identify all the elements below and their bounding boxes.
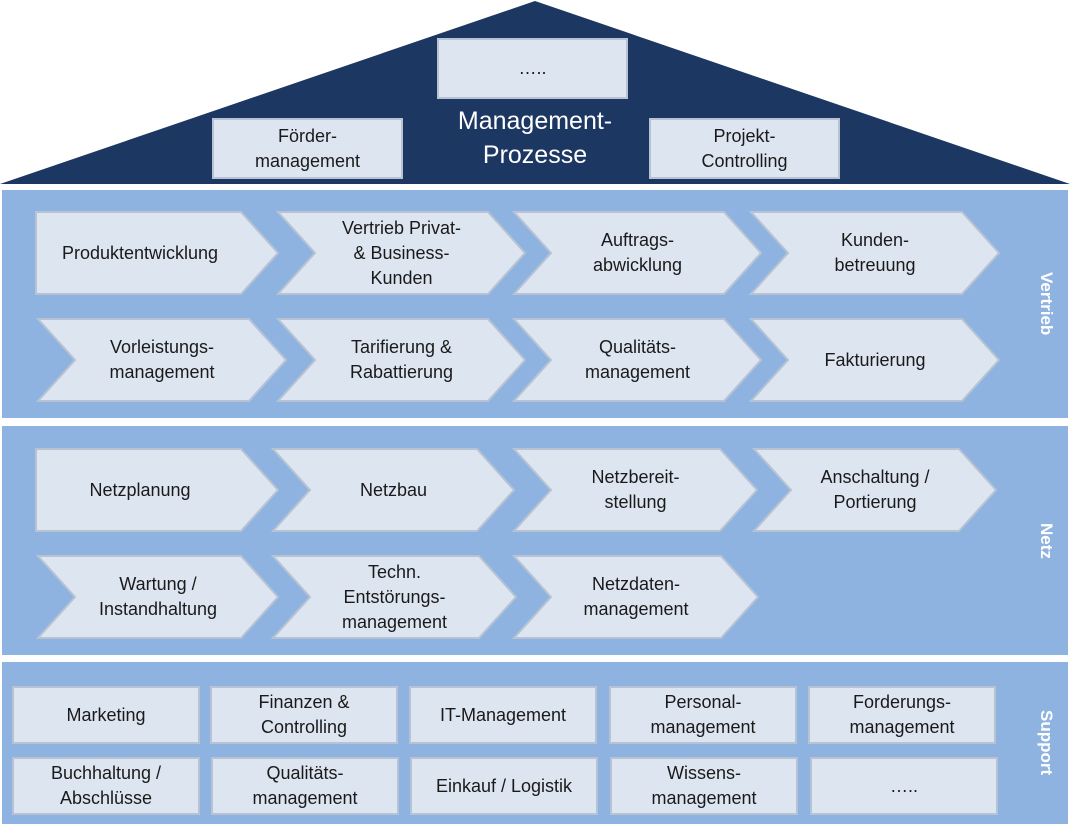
process-chevron-shape <box>511 211 763 295</box>
process-chevron-shape <box>275 318 527 402</box>
process-vertrieb-privat-business: Vertrieb Privat- & Business- Kunden <box>275 211 527 295</box>
process-chevron-polygon <box>270 555 518 639</box>
support-finanzen-controlling: Finanzen & Controlling <box>210 686 398 744</box>
process-label: Qualitäts- management <box>584 337 691 382</box>
process-label: Anschaltung / Portierung <box>820 467 930 512</box>
process-netzdatenmanagement: Netzdaten- management <box>511 555 760 639</box>
support-buchhaltung-abschluesse: Buchhaltung / Abschlüsse <box>12 757 200 815</box>
process-chevron-shape <box>35 555 280 639</box>
process-chevron-polygon <box>751 448 998 532</box>
vertrieb-label: Vertrieb <box>1037 272 1056 336</box>
process-chevron-polygon <box>511 211 763 295</box>
process-fakturierung: Fakturierung <box>748 318 1001 402</box>
process-chevron-polygon <box>511 318 763 402</box>
process-vorleistungsmanagement: Vorleistungs- management <box>35 318 288 402</box>
support-personalmanagement: Personal- management <box>609 686 797 744</box>
management-box-projekt: Projekt- Controlling <box>649 118 840 179</box>
support-marketing: Marketing <box>12 686 200 744</box>
process-label: Wartung / Instandhaltung <box>98 574 218 619</box>
process-label: Netzplanung <box>89 479 191 500</box>
process-chevron-polygon <box>748 211 1001 295</box>
process-chevron-polygon <box>275 318 527 402</box>
netz-label: Netz <box>1037 522 1056 559</box>
process-anschaltung-portierung: Anschaltung / Portierung <box>751 448 998 532</box>
process-chevron-shape <box>751 448 998 532</box>
process-chevron-polygon <box>35 555 280 639</box>
process-techn-entstoerungsmanagement: Techn. Entstörungs- management <box>270 555 518 639</box>
process-chevron-shape <box>511 448 759 532</box>
process-auftragsabwicklung: Auftrags- abwicklung <box>511 211 763 295</box>
process-chevron-shape <box>748 211 1001 295</box>
process-netzbau: Netzbau <box>270 448 516 532</box>
process-label: Vertrieb Privat- & Business- Kunden <box>341 217 462 288</box>
process-chevron-polygon <box>35 318 288 402</box>
process-wartung-instandhaltung: Wartung / Instandhaltung <box>35 555 280 639</box>
process-label: Vorleistungs- management <box>109 337 215 382</box>
management-box-foerder: Förder- management <box>212 118 403 179</box>
process-chevron-polygon <box>275 211 527 295</box>
support-forderungsmanagement: Forderungs- management <box>808 686 996 744</box>
process-chevron-shape <box>35 211 280 295</box>
process-netzbereitstellung: Netzbereit- stellung <box>511 448 759 532</box>
process-chevron-polygon <box>511 555 760 639</box>
process-label: Netzbau <box>359 479 428 500</box>
process-chevron-shape <box>270 448 516 532</box>
process-chevron-shape <box>35 448 280 532</box>
process-produktentwicklung: Produktentwicklung <box>35 211 280 295</box>
support-label: Support <box>1037 710 1056 776</box>
management-box-top: ….. <box>437 38 628 99</box>
process-kundenbetreuung: Kunden- betreuung <box>748 211 1001 295</box>
process-label: Netzbereit- stellung <box>591 467 680 512</box>
process-chevron-shape <box>511 318 763 402</box>
process-chevron-polygon <box>270 448 516 532</box>
process-tarifierung-rabattierung: Tarifierung & Rabattierung <box>275 318 527 402</box>
process-qualitaetsmanagement: Qualitäts- management <box>511 318 763 402</box>
support-wissensmanagement: Wissens- management <box>610 757 798 815</box>
support-qualitaetsmanagement: Qualitäts- management <box>211 757 399 815</box>
process-label: Kunden- betreuung <box>834 230 916 275</box>
support-more: ….. <box>810 757 998 815</box>
process-label: Produktentwicklung <box>61 242 219 263</box>
management-title: Management- Prozesse <box>457 107 613 169</box>
process-label: Tarifierung & Rabattierung <box>349 337 454 382</box>
process-netzplanung: Netzplanung <box>35 448 280 532</box>
process-chevron-polygon <box>511 448 759 532</box>
process-chevron-polygon <box>748 318 1001 402</box>
process-label: Techn. Entstörungs- management <box>341 561 448 632</box>
process-label: Fakturierung <box>824 349 926 370</box>
process-chevron-shape <box>511 555 760 639</box>
support-it-management: IT-Management <box>409 686 597 744</box>
process-label: Netzdaten- management <box>583 574 689 619</box>
process-chevron-shape <box>35 318 288 402</box>
process-chevron-shape <box>748 318 1001 402</box>
process-chevron-polygon <box>35 211 280 295</box>
process-label: Auftrags- abwicklung <box>592 230 683 275</box>
process-chevron-shape <box>270 555 518 639</box>
process-chevron-polygon <box>35 448 280 532</box>
process-chevron-shape <box>275 211 527 295</box>
support-einkauf-logistik: Einkauf / Logistik <box>410 757 598 815</box>
